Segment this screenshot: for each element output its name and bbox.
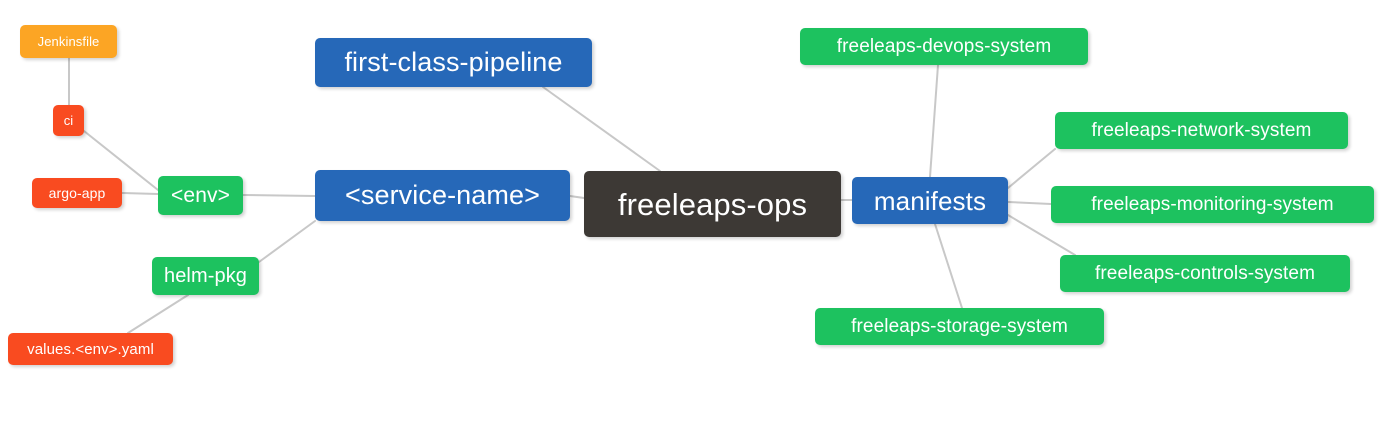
node-argo-app[interactable]: argo-app [32,178,122,208]
node-freeleaps-controls-system[interactable]: freeleaps-controls-system [1060,255,1350,292]
edge-manifests-to-freeleaps-storage-system [934,223,963,309]
node-freeleaps-network-system[interactable]: freeleaps-network-system [1055,112,1348,149]
node-env[interactable]: <env> [158,176,243,215]
node-freeleaps-monitoring-system[interactable]: freeleaps-monitoring-system [1051,186,1374,223]
edge-manifests-to-freeleaps-monitoring-system [1007,201,1052,205]
node-service-name[interactable]: <service-name> [315,170,570,221]
edge-service-name-to-helm-pkg [258,220,316,263]
node-manifests[interactable]: manifests [852,177,1008,224]
edge-argo-app-to-env [121,192,159,195]
edge-manifests-to-freeleaps-devops-system [929,64,939,178]
node-ci[interactable]: ci [53,105,84,136]
edge-manifests-to-freeleaps-network-system [1007,148,1056,189]
edge-first-class-pipeline-to-freeleaps-ops [542,86,661,172]
edge-helm-pkg-to-values-env-yaml [127,294,189,334]
node-values-env-yaml[interactable]: values.<env>.yaml [8,333,173,365]
node-freeleaps-storage-system[interactable]: freeleaps-storage-system [815,308,1104,345]
node-first-class-pipeline[interactable]: first-class-pipeline [315,38,592,87]
node-freeleaps-devops-system[interactable]: freeleaps-devops-system [800,28,1088,65]
node-jenkinsfile[interactable]: Jenkinsfile [20,25,117,58]
node-freeleaps-ops[interactable]: freeleaps-ops [584,171,841,237]
edge-env-to-service-name [242,194,316,197]
edge-service-name-to-freeleaps-ops [569,195,585,199]
node-helm-pkg[interactable]: helm-pkg [152,257,259,295]
